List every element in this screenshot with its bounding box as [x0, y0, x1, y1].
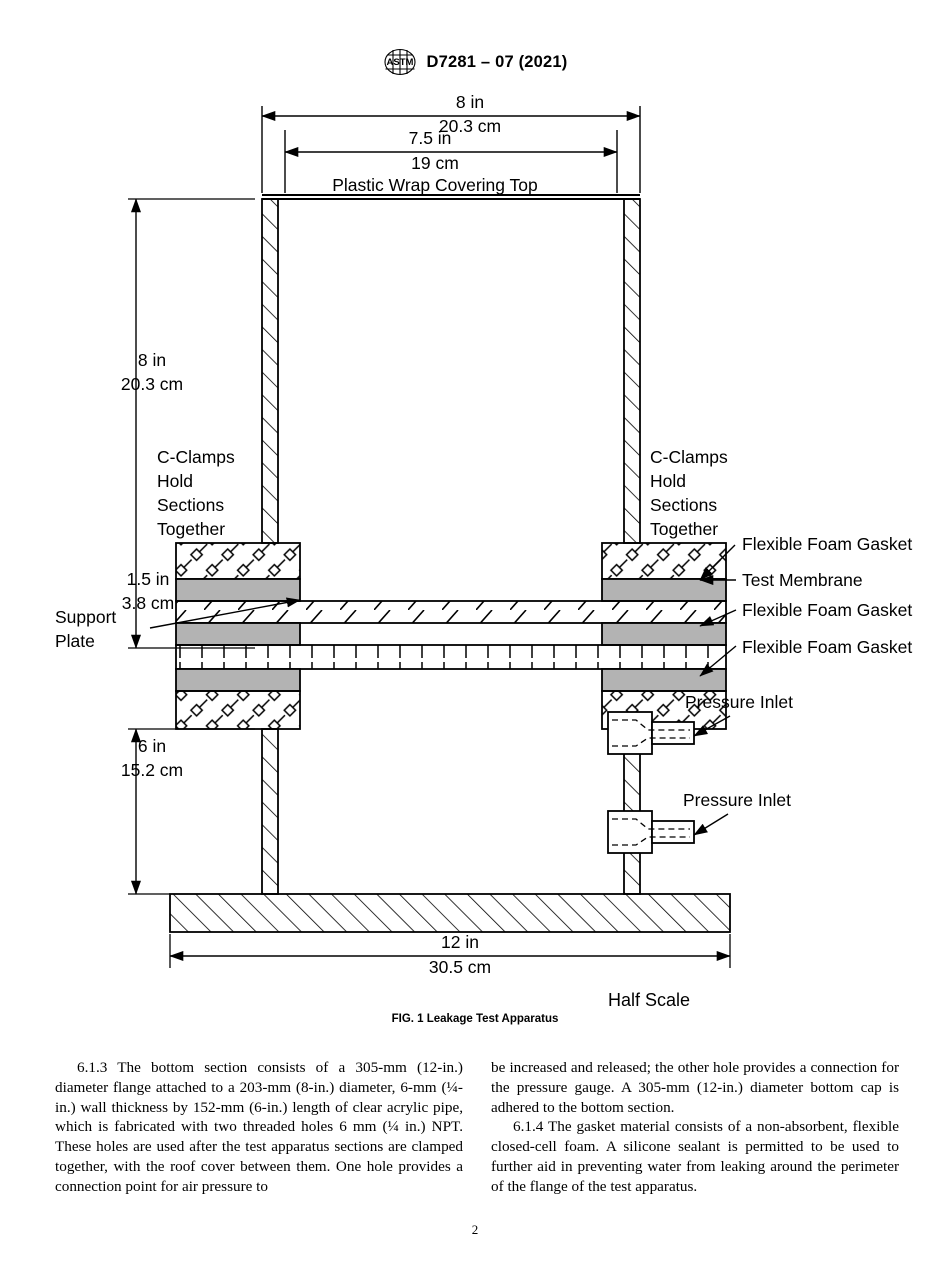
dim-bottom-in: 12 in — [441, 932, 479, 952]
gasket-mid-left — [175, 622, 301, 646]
dim-top-inner-in: 7.5 in — [409, 128, 452, 148]
gasket-mid-right — [601, 622, 727, 646]
label-clamps-left-line1: C-Clamps — [157, 447, 235, 467]
page-number: 2 — [471, 1222, 479, 1237]
label-clamps-right-line3: Sections — [650, 495, 717, 515]
label-clamps-left-line3: Sections — [157, 495, 224, 515]
label-gasket-top: Flexible Foam Gasket — [742, 534, 912, 554]
label-clamps-left-line4: Together — [157, 519, 225, 539]
dim-top-outer-cm: 20.3 cm — [439, 116, 501, 136]
dim-left-mid-cm: 3.8 cm — [122, 593, 175, 613]
label-gasket-bottom: Flexible Foam Gasket — [742, 637, 912, 657]
label-gasket-mid: Flexible Foam Gasket — [742, 600, 912, 620]
label-pressure-inlet-lower: Pressure Inlet — [683, 790, 791, 810]
label-clamps-right-line1: C-Clamps — [650, 447, 728, 467]
gasket-top-right — [601, 578, 727, 602]
figure-leakage-test-apparatus: 8 in 20.3 cm 7.5 in 19 cm Plastic Wrap C… — [0, 88, 950, 1028]
label-clamps-right-line4: Together — [650, 519, 718, 539]
pressure-inlet-lower — [607, 810, 695, 854]
bottom-cap-plate — [169, 893, 731, 933]
body-text: 6.1.3 The bottom section consists of a 3… — [55, 1058, 900, 1196]
dim-top-inner-cm: 19 cm — [411, 153, 459, 173]
label-clamps-left-line2: Hold — [157, 471, 193, 491]
standard-designation: D7281 – 07 (2021) — [426, 52, 568, 71]
label-pressure-inlet-upper: Pressure Inlet — [685, 692, 793, 712]
label-test-membrane: Test Membrane — [742, 570, 863, 590]
clamp-block-left-lower — [175, 690, 301, 730]
page-header: ASTM D7281 – 07 (2021) — [0, 48, 950, 76]
gasket-bottom-left — [175, 668, 301, 692]
support-plate — [175, 644, 727, 670]
dim-left-mid-in: 1.5 in — [127, 569, 170, 589]
label-support-plate-line2: Plate — [55, 631, 95, 651]
label-clamps-right-line2: Hold — [650, 471, 686, 491]
test-membrane — [175, 600, 727, 624]
label-half-scale: Half Scale — [608, 990, 690, 1010]
astm-logo-icon: ASTM — [383, 48, 416, 76]
svg-text:ASTM: ASTM — [386, 57, 413, 68]
dim-left-lower-in: 6 in — [138, 736, 166, 756]
clamp-block-left-upper — [175, 542, 301, 580]
dim-left-upper-cm: 20.3 cm — [121, 374, 183, 394]
dim-left-lower-cm: 15.2 cm — [121, 760, 183, 780]
pressure-inlet-upper — [607, 711, 695, 755]
label-support-plate-line1: Support — [55, 607, 116, 627]
paragraph-6-1-3-continued: be increased and released; the other hol… — [491, 1059, 899, 1116]
dim-bottom-cm: 30.5 cm — [429, 957, 491, 977]
left-column: 6.1.3 The bottom section consists of a 3… — [55, 1058, 463, 1196]
gasket-top-left — [175, 578, 301, 602]
dim-left-upper-in: 8 in — [138, 350, 166, 370]
gasket-bottom-right — [601, 668, 727, 692]
paragraph-6-1-4: 6.1.4 The gasket material consists of a … — [491, 1118, 899, 1195]
right-column: be increased and released; the other hol… — [491, 1058, 899, 1196]
paragraph-6-1-3: 6.1.3 The bottom section consists of a 3… — [55, 1059, 463, 1195]
clamp-block-right-upper — [601, 542, 727, 580]
dim-top-outer-in: 8 in — [456, 92, 484, 112]
figure-caption: FIG. 1 Leakage Test Apparatus — [391, 1013, 559, 1025]
label-plastic-wrap: Plastic Wrap Covering Top — [332, 175, 538, 195]
